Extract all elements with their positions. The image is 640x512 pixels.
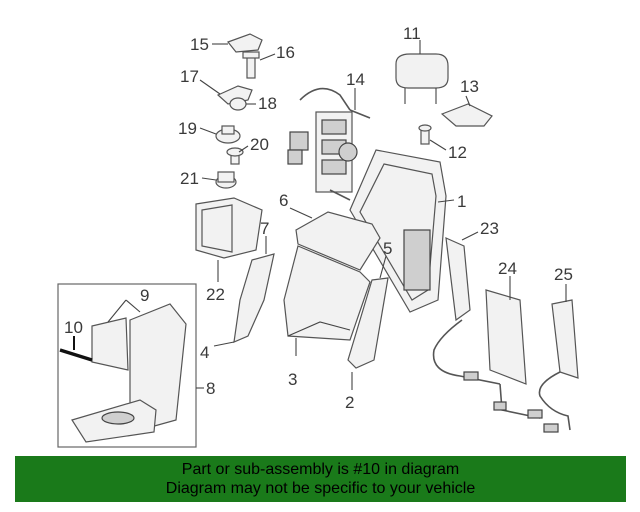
callout-10: 10 (64, 318, 83, 337)
parts-diagram: 1 2 3 4 5 6 7 8 9 10 11 12 13 14 15 16 1… (57, 24, 579, 448)
callout-14: 14 (346, 70, 365, 89)
callout-7: 7 (260, 219, 269, 238)
callout-9: 9 (140, 286, 149, 305)
callout-23: 23 (480, 219, 499, 238)
part-18-bushing (229, 97, 256, 111)
callout-21: 21 (180, 169, 199, 188)
callout-15: 15 (190, 35, 209, 54)
part-15-clip (212, 33, 263, 53)
callout-3: 3 (288, 370, 297, 389)
part-3-seat-back-pad (283, 245, 371, 356)
banner-line-1: Part or sub-assembly is #10 in diagram (181, 461, 460, 478)
part-12-guide-sleeve (418, 124, 447, 151)
callout-1: 1 (457, 192, 466, 211)
info-banner: Part or sub-assembly is #10 in diagram D… (15, 456, 626, 502)
callout-20: 20 (250, 135, 269, 154)
callout-22: 22 (206, 285, 225, 304)
callout-11: 11 (403, 24, 421, 43)
part-14-recliner-mechanism (287, 87, 371, 201)
callout-8: 8 (206, 379, 215, 398)
part-22-control-panel (195, 197, 263, 282)
callout-17: 17 (180, 67, 199, 86)
part-6-seat-back-cover (289, 207, 381, 271)
part-20-pin (226, 145, 249, 165)
part-7-side-panel (233, 236, 275, 343)
part-10-highlight-pointer (59, 336, 93, 362)
part-13-headrest-guide (440, 95, 493, 127)
part-4-side-trim (213, 341, 235, 347)
part-25-trim-panel (538, 284, 579, 433)
part-23-wiring-harness (432, 231, 501, 385)
callout-18: 18 (258, 94, 277, 113)
callout-24: 24 (498, 259, 517, 278)
part-11-headrest (395, 40, 449, 104)
callout-13: 13 (460, 77, 479, 96)
part-19-grommet (199, 125, 241, 144)
callout-16: 16 (276, 43, 295, 62)
callout-6: 6 (279, 191, 288, 210)
part-5-side-bolster (347, 255, 389, 369)
callout-19: 19 (178, 119, 197, 138)
part-16-screw (242, 51, 276, 79)
callout-25: 25 (554, 265, 573, 284)
part-24-seat-pad (485, 276, 543, 419)
part-8-inset-box (57, 283, 204, 448)
callout-5: 5 (383, 239, 392, 258)
part-21-plug (201, 171, 237, 189)
callout-2: 2 (345, 393, 354, 412)
banner-line-2: Diagram may not be specific to your vehi… (165, 480, 476, 497)
callout-12: 12 (448, 143, 467, 162)
callout-4: 4 (200, 343, 209, 362)
part-1-seat-back-frame (349, 149, 455, 313)
